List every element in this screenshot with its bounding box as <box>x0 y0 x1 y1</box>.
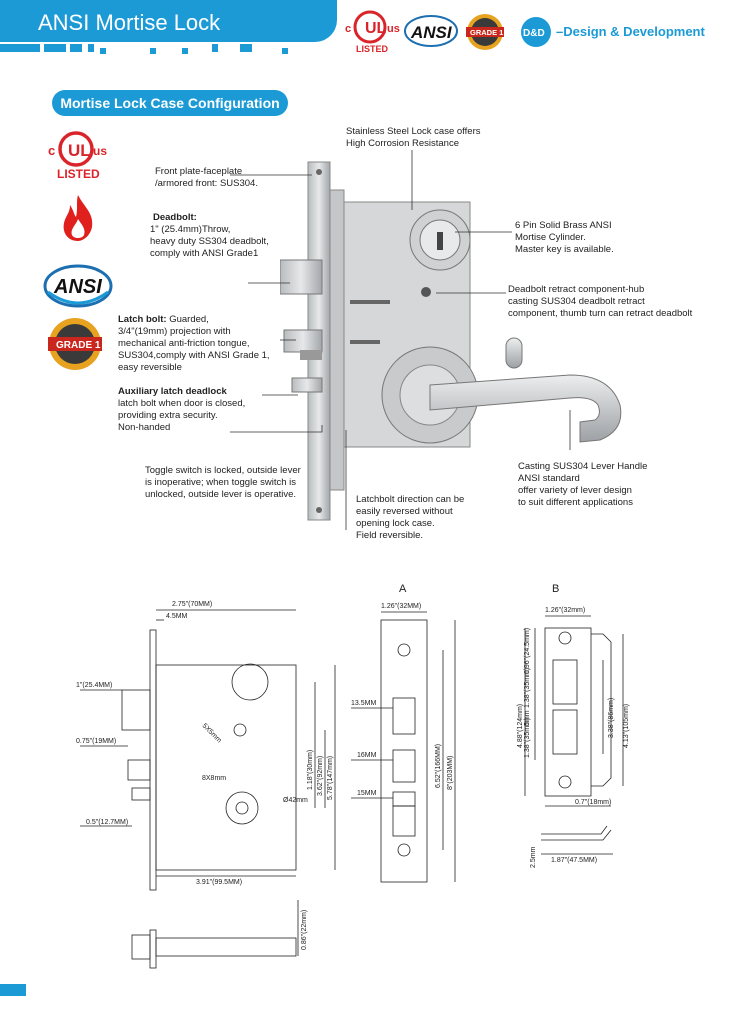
callout-latch: 3/4"(19mm) projection with mechanical an… <box>118 326 270 373</box>
callout-retract: Deadbolt retract component-hub casting S… <box>508 284 693 319</box>
svg-text:B: B <box>552 583 559 595</box>
svg-text:ANSI: ANSI <box>53 276 102 298</box>
svg-text:3.91"(99.5MM): 3.91"(99.5MM) <box>196 879 242 886</box>
svg-text:0.5"(12.7MM): 0.5"(12.7MM) <box>86 819 128 826</box>
svg-text:15MM: 15MM <box>357 790 377 797</box>
svg-text:5mm: 5mm <box>524 710 531 726</box>
callout-latch-title: Latch bolt: <box>118 314 167 325</box>
svg-text:1.38"(35mm): 1.38"(35mm) <box>524 668 531 708</box>
svg-text:0.7"(18mm): 0.7"(18mm) <box>575 799 611 806</box>
svg-text:2.5mm: 2.5mm <box>530 846 537 868</box>
callout-case: Stainless Steel Lock case offers High Co… <box>346 126 481 149</box>
footer-accent <box>0 984 26 996</box>
svg-text:c: c <box>48 143 55 158</box>
ul-listed-icon: UL c us LISTED <box>48 131 107 180</box>
ansi-icon: ANSI <box>43 264 113 308</box>
svg-text:Ø42mm: Ø42mm <box>283 797 308 804</box>
svg-text:c: c <box>345 23 351 35</box>
callout-lines <box>230 150 571 530</box>
svg-text:4.88"(124mm): 4.88"(124mm) <box>517 704 524 748</box>
callout-deadbolt: 1" (25.4mm)Throw, heavy duty SS304 deadb… <box>150 224 269 259</box>
svg-text:0.96"(24.5mm): 0.96"(24.5mm) <box>524 628 531 674</box>
svg-text:us: us <box>387 23 400 35</box>
svg-text:4.13"(105mm): 4.13"(105mm) <box>623 704 630 748</box>
callout-front-plate: Front plate-faceplate /armored front: SU… <box>155 166 258 189</box>
ul-listed-logo: UL c us LISTED <box>345 10 400 54</box>
header-decoration <box>0 44 300 54</box>
ansi-logo: ANSI <box>404 15 458 47</box>
callout-aux-title: Auxiliary latch deadlock <box>118 386 227 397</box>
svg-text:UL: UL <box>68 141 91 160</box>
svg-text:8"(203MM): 8"(203MM) <box>447 756 454 790</box>
page-title: ANSI Mortise Lock <box>38 10 221 35</box>
callout-reverse: Latchbolt direction can be easily revers… <box>356 494 465 541</box>
svg-text:us: us <box>93 144 107 158</box>
grade1-icon: GRADE 1 <box>48 318 102 370</box>
svg-text:1.38"(35mm): 1.38"(35mm) <box>524 718 531 758</box>
faceplate-drawing-a: A 1.26"(32MM) 13.5MM 16MM 15MM 6.52"(166… <box>351 583 456 883</box>
callout-aux: latch bolt when door is closed, providin… <box>118 398 246 433</box>
svg-text:0.75"(19MM): 0.75"(19MM) <box>76 738 116 745</box>
callout-cylinder: 6 Pin Solid Brass ANSI Mortise Cylinder.… <box>515 220 614 255</box>
svg-text:16MM: 16MM <box>357 752 377 759</box>
svg-text:1.26"(32MM): 1.26"(32MM) <box>381 603 421 610</box>
svg-text:3.38"(86mm): 3.38"(86mm) <box>608 698 615 738</box>
svg-text:0.86"(22mm): 0.86"(22mm) <box>301 910 308 950</box>
svg-text:13.5MM: 13.5MM <box>351 700 376 707</box>
svg-text:6.52"(166MM): 6.52"(166MM) <box>435 744 442 788</box>
svg-text:1.18"(30mm): 1.18"(30mm) <box>307 750 314 790</box>
section-title: Mortise Lock Case Configuration <box>52 90 288 116</box>
svg-text:4.5MM: 4.5MM <box>166 613 188 620</box>
svg-text:1.87"(47.5MM): 1.87"(47.5MM) <box>551 857 597 864</box>
svg-text:GRADE 1: GRADE 1 <box>56 340 101 351</box>
svg-text:5.78"(147mm): 5.78"(147mm) <box>327 756 334 800</box>
callout-lever: Casting SUS304 Lever Handle ANSI standar… <box>518 461 648 508</box>
svg-text:D&D: D&D <box>523 28 545 39</box>
svg-text:1.26"(32mm): 1.26"(32mm) <box>545 607 585 614</box>
dd-tagline: –Design & Development <box>556 24 705 39</box>
fire-rated-icon <box>63 195 93 241</box>
dd-logo: D&D <box>521 17 551 47</box>
callout-toggle: Toggle switch is locked, outside lever i… <box>145 465 301 500</box>
svg-text:ANSI: ANSI <box>410 23 453 42</box>
svg-text:LISTED: LISTED <box>57 167 100 180</box>
callout-latch-first: Guarded, <box>166 314 209 325</box>
svg-text:2.75"(70MM): 2.75"(70MM) <box>172 601 212 608</box>
svg-text:3.62"(92mm): 3.62"(92mm) <box>317 756 324 796</box>
svg-text:8X8mm: 8X8mm <box>202 775 226 782</box>
grade1-badge: GRADE 1 <box>466 14 504 50</box>
svg-text:UL: UL <box>365 20 387 37</box>
svg-text:5X5mm: 5X5mm <box>201 722 223 744</box>
svg-text:A: A <box>399 583 407 595</box>
strike-drawing-b: B 1.26"(32mm) 0.96"(24.5mm) 1.38"(35mm) … <box>517 583 630 868</box>
svg-text:LISTED: LISTED <box>356 44 389 54</box>
mortise-lock-photo <box>280 161 622 521</box>
case-dimension-drawing: 2.75"(70MM) 4.5MM 1"(25.4MM) 0.75"(19MM)… <box>76 601 336 969</box>
svg-text:GRADE 1: GRADE 1 <box>470 28 503 37</box>
callout-deadbolt-title: Deadbolt: <box>153 212 197 223</box>
svg-text:1"(25.4MM): 1"(25.4MM) <box>76 682 112 689</box>
header-bar <box>0 0 337 42</box>
